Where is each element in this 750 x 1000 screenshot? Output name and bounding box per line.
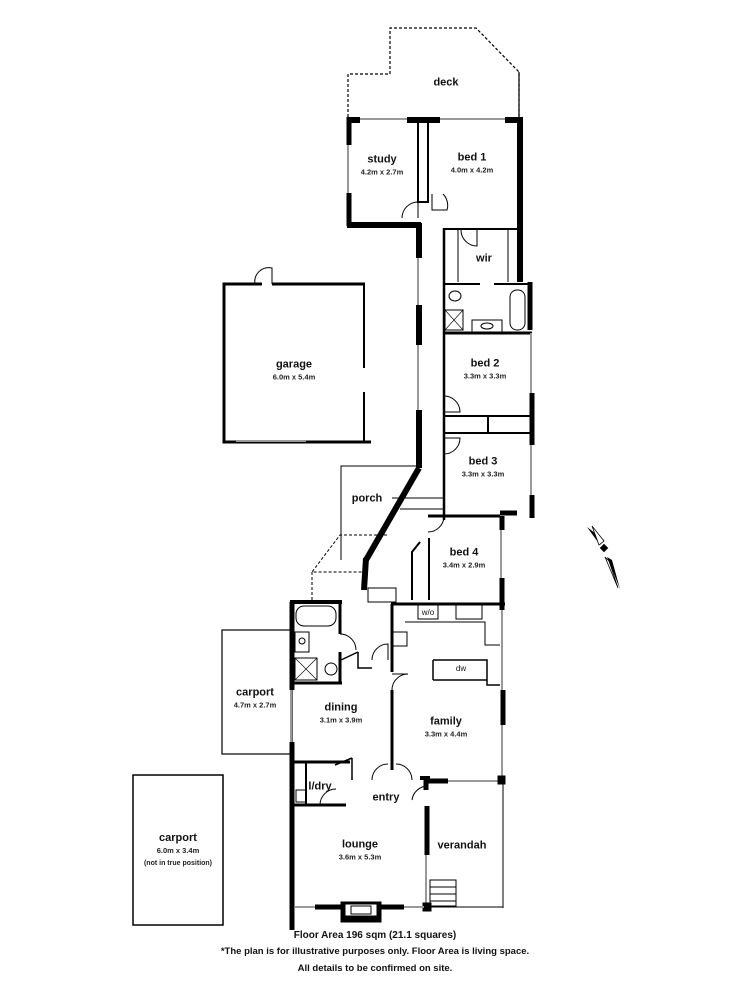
room-label-carport-side: carport 4.7m x 2.7m: [234, 686, 277, 709]
room-label-dining: dining 3.1m x 3.9m: [320, 701, 363, 724]
room-label-bed1: bed 1 4.0m x 4.2m: [451, 151, 494, 174]
kitchen-family-walls: [390, 602, 506, 782]
room-name: carport: [159, 831, 197, 844]
dishwasher-label: dw: [455, 663, 467, 673]
room-name: wir: [476, 252, 492, 265]
detached-carport-outline: [132, 774, 224, 926]
room-dimensions: 3.3m x 3.3m: [463, 371, 507, 381]
room-dimensions: 3.3m x 3.3m: [461, 469, 505, 479]
room-label-deck: deck: [433, 77, 458, 90]
room-label-verandah: verandah: [438, 840, 487, 853]
dining-walls: [289, 690, 413, 930]
room-name: study: [367, 153, 397, 166]
fixture-label-dishwasher: dw: [456, 658, 466, 676]
room-dimensions: 6.0m x 5.4m: [272, 372, 316, 382]
room-name: lounge: [341, 838, 379, 851]
room-label-wir: wir: [476, 253, 492, 266]
room-label-laundry: l/dry: [308, 781, 331, 794]
room-name: garage: [275, 358, 313, 371]
room-dimensions: 3.3m x 4.4m: [424, 729, 468, 739]
room-dimensions: 4.7m x 2.7m: [233, 700, 277, 710]
porch-outline: [310, 465, 443, 603]
room-label-bed4: bed 4 3.4m x 2.9m: [443, 546, 486, 569]
room-label-study: study 4.2m x 2.7m: [361, 153, 404, 176]
floor-area-text: Floor Area 196 sqm (21.1 squares): [293, 930, 457, 941]
room-label-lounge: lounge 3.6m x 5.3m: [339, 838, 382, 861]
hallway-walls: [361, 223, 446, 591]
room-name: bed 3: [468, 455, 498, 468]
room-label-bed2: bed 2 3.3m x 3.3m: [464, 357, 507, 380]
lounge-walls: [411, 775, 506, 912]
room-dimensions: 3.6m x 5.3m: [338, 852, 382, 862]
room-name: dining: [324, 701, 358, 714]
room-name: l/dry: [308, 780, 332, 793]
room-label-entry: entry: [373, 792, 400, 805]
room-dimensions: 3.4m x 2.9m: [442, 560, 486, 570]
room-name: carport: [236, 686, 274, 699]
room-name: family: [430, 715, 462, 728]
room-label-carport-detached: carport 6.0m x 3.4m (not in true positio…: [144, 832, 212, 868]
room-name: deck: [433, 76, 459, 89]
door-swings: [401, 193, 449, 219]
wall-oven-label: w/o: [421, 607, 435, 617]
north-wall: [347, 117, 522, 123]
fixture-label-wall-oven: w/o: [422, 602, 434, 620]
lounge-south-wall: [295, 901, 424, 923]
room-name: bed 4: [449, 546, 479, 559]
room-dimensions: 3.1m x 3.9m: [319, 715, 363, 725]
main-bathroom: [289, 600, 389, 690]
room-label-family: family 3.3m x 4.4m: [425, 715, 468, 738]
room-name: entry: [372, 791, 400, 804]
deck-outline: [347, 27, 520, 117]
room-dimensions: 6.0m x 3.4m: [156, 845, 200, 855]
disclaimer-text: *The plan is for illustrative purposes o…: [220, 946, 530, 957]
room-label-porch: porch: [352, 493, 383, 506]
room-note: (not in true position): [143, 860, 213, 868]
bed2-bed3-walls: [443, 333, 535, 518]
garage-outline: [222, 267, 371, 444]
wir-walls: [444, 228, 532, 285]
room-label-garage: garage 6.0m x 5.4m: [273, 358, 316, 381]
room-dimensions: 4.2m x 2.7m: [360, 167, 404, 177]
ensuite: [444, 282, 533, 335]
study-walls: [346, 117, 429, 228]
room-name: bed 1: [457, 151, 487, 164]
compass-icon: [587, 525, 620, 589]
room-name: verandah: [437, 839, 487, 852]
room-name: porch: [351, 492, 383, 505]
room-name: bed 2: [470, 357, 500, 370]
room-label-bed3: bed 3 3.3m x 3.3m: [462, 455, 505, 478]
room-dimensions: 4.0m x 4.2m: [450, 165, 494, 175]
confirm-text: All details to be confirmed on site.: [297, 963, 453, 974]
